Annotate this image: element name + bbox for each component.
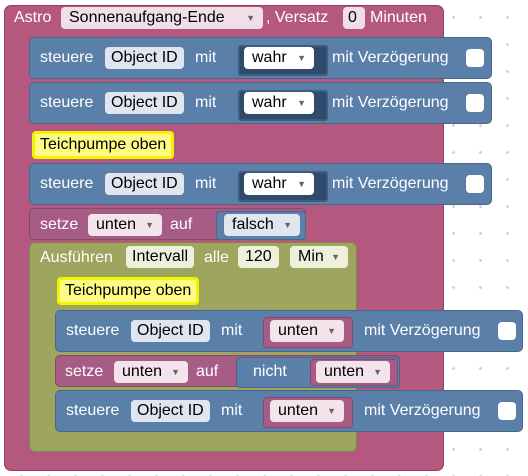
chevron-down-icon: ▼ <box>327 326 336 336</box>
astro-event-dropdown[interactable]: Sonnenaufgang-Ende ▼ <box>61 7 263 29</box>
chevron-down-icon: ▼ <box>297 98 306 108</box>
variable-text: unten <box>278 402 319 419</box>
steuere-label: steuere <box>40 175 94 192</box>
delay-label: mit Verzögerung <box>332 49 449 66</box>
comment-block-2[interactable]: Teichpumpe oben <box>57 277 200 305</box>
variable-text: unten <box>278 322 319 339</box>
delay-checkbox[interactable] <box>466 94 484 112</box>
chevron-down-icon: ▼ <box>297 179 306 189</box>
alle-label: alle <box>204 249 229 266</box>
setze-block-2[interactable]: setze unten ▼ auf nicht unten ▼ <box>55 355 400 388</box>
object-id-field[interactable]: Object ID <box>105 47 184 69</box>
chevron-down-icon: ▼ <box>373 367 382 377</box>
delay-label: mit Verzögerung <box>364 322 481 339</box>
object-id-field[interactable]: Object ID <box>131 400 210 422</box>
comment-block-1[interactable]: Teichpumpe oben <box>32 131 175 159</box>
chevron-down-icon: ▼ <box>327 406 336 416</box>
variable-dropdown-1[interactable]: unten ▼ <box>270 320 344 342</box>
steuere-label: steuere <box>66 322 120 339</box>
variable-text: unten <box>324 363 365 380</box>
value-text: wahr <box>252 49 287 66</box>
variable-dropdown-2[interactable]: unten ▼ <box>270 400 344 422</box>
interval-mode-field[interactable]: Intervall <box>126 246 195 268</box>
interval-value-input[interactable]: 120 <box>238 246 279 268</box>
delay-label: mit Verzögerung <box>364 402 481 419</box>
nicht-label: nicht <box>253 363 287 380</box>
steuere-label: steuere <box>66 402 120 419</box>
chevron-down-icon: ▼ <box>297 53 306 63</box>
mit-label: mit <box>221 402 243 419</box>
unit-label: Minuten <box>370 9 427 26</box>
object-id-field[interactable]: Object ID <box>105 92 184 114</box>
steuere-label: steuere <box>40 94 94 111</box>
delay-label: mit Verzögerung <box>332 94 449 111</box>
auf-label: auf <box>196 363 219 380</box>
delay-checkbox[interactable] <box>498 402 516 420</box>
chevron-down-icon: ▼ <box>145 220 154 230</box>
interval-unit-dropdown[interactable]: Min ▼ <box>290 246 348 268</box>
value-dropdown-1[interactable]: wahr ▼ <box>244 47 314 69</box>
offset-label: , Versatz <box>266 9 329 26</box>
not-variable-dropdown[interactable]: unten ▼ <box>316 361 390 383</box>
setze-label: setze <box>40 216 79 233</box>
mit-label: mit <box>195 94 217 111</box>
setze-variable-dropdown[interactable]: unten ▼ <box>114 361 188 383</box>
auf-label: auf <box>170 216 193 233</box>
chevron-down-icon: ▼ <box>283 220 292 230</box>
boolean-dropdown[interactable]: falsch ▼ <box>224 214 300 236</box>
value-text: wahr <box>252 94 287 111</box>
steuere-label: steuere <box>40 49 94 66</box>
mit-label: mit <box>221 322 243 339</box>
steuere-block-3[interactable]: steuere Object ID mit wahr ▼ mit Verzöge… <box>29 163 492 205</box>
steuere-block-1[interactable]: steuere Object ID mit wahr ▼ mit Verzöge… <box>29 37 492 79</box>
object-id-field[interactable]: Object ID <box>131 320 210 342</box>
delay-checkbox[interactable] <box>466 175 484 193</box>
delay-label: mit Verzögerung <box>332 175 449 192</box>
inner-steuere-block-1[interactable]: steuere Object ID mit unten ▼ mit Verzög… <box>55 310 523 352</box>
delay-checkbox[interactable] <box>498 322 516 340</box>
mit-label: mit <box>195 175 217 192</box>
offset-input[interactable]: 0 <box>343 7 365 29</box>
inner-steuere-block-2[interactable]: steuere Object ID mit unten ▼ mit Verzög… <box>55 390 523 432</box>
value-dropdown-3[interactable]: wahr ▼ <box>244 173 314 195</box>
astro-event-value: Sonnenaufgang-Ende <box>69 9 225 26</box>
chevron-down-icon: ▼ <box>331 252 340 262</box>
chevron-down-icon: ▼ <box>246 13 255 23</box>
object-id-field[interactable]: Object ID <box>105 173 184 195</box>
value-dropdown-2[interactable]: wahr ▼ <box>244 92 314 114</box>
setze-label: setze <box>65 363 104 380</box>
mit-label: mit <box>195 49 217 66</box>
chevron-down-icon: ▼ <box>171 367 180 377</box>
interval-label: Ausführen <box>40 249 113 266</box>
boolean-text: falsch <box>232 216 274 233</box>
unit-text: Min <box>298 248 324 265</box>
variable-text: unten <box>122 363 163 380</box>
variable-text: unten <box>96 216 137 233</box>
steuere-block-2[interactable]: steuere Object ID mit wahr ▼ mit Verzöge… <box>29 82 492 124</box>
astro-label: Astro <box>14 9 52 26</box>
setze-block-1[interactable]: setze unten ▼ auf falsch ▼ <box>29 208 306 240</box>
value-text: wahr <box>252 175 287 192</box>
setze-variable-dropdown[interactable]: unten ▼ <box>88 214 162 236</box>
delay-checkbox[interactable] <box>466 49 484 67</box>
